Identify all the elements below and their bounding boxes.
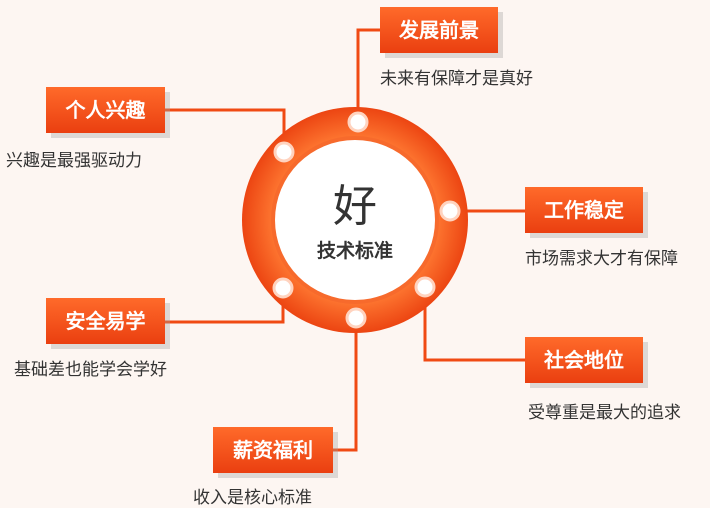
node-dot-anquan — [272, 277, 294, 299]
connector-xinzi — [333, 318, 358, 452]
node-dot-gongzuo — [439, 200, 461, 222]
node-dots — [272, 111, 461, 329]
desc-fazhan: 未来有保障才是真好 — [380, 69, 533, 89]
connector-anquan — [165, 288, 285, 324]
desc-xinzi: 收入是核心标准 — [193, 488, 312, 508]
label-fazhan: 发展前景 — [380, 7, 498, 53]
center-disc — [275, 140, 435, 300]
label-geren: 个人兴趣 — [46, 87, 165, 133]
desc-geren: 兴趣是最强驱动力 — [6, 151, 142, 171]
connector-shehui — [423, 287, 525, 362]
node-dot-geren — [273, 141, 295, 163]
desc-anquan: 基础差也能学会学好 — [14, 360, 167, 380]
label-xinzi: 薪资福利 — [213, 427, 333, 473]
label-anquan: 安全易学 — [46, 298, 165, 344]
desc-gongzuo: 市场需求大才有保障 — [525, 249, 678, 269]
node-dot-fazhan — [347, 111, 369, 133]
desc-shehui: 受尊重是最大的追求 — [528, 403, 681, 423]
node-dot-xinzi — [345, 307, 367, 329]
connector-fazhan — [356, 28, 380, 122]
label-gongzuo: 工作稳定 — [525, 187, 643, 233]
connector-geren — [165, 108, 286, 152]
center-subtitle: 技术标准 — [316, 240, 393, 262]
label-shehui: 社会地位 — [525, 337, 643, 383]
center-title: 好 — [333, 181, 377, 232]
node-dot-shehui — [414, 276, 436, 298]
